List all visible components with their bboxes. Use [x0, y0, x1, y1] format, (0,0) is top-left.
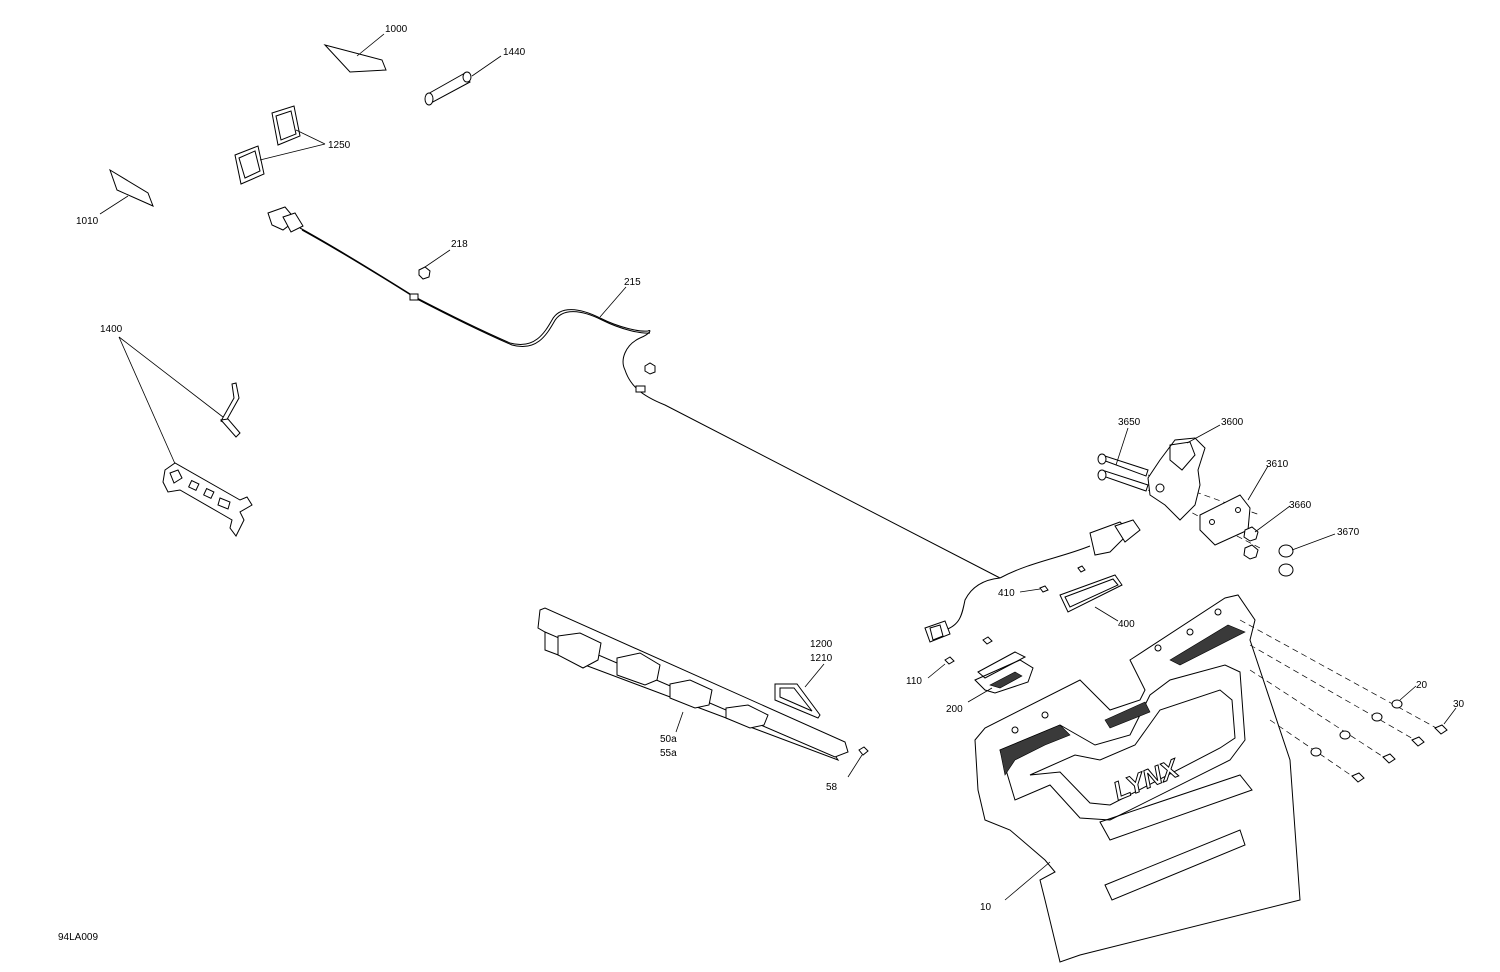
callout-1210: 1210 — [810, 653, 833, 664]
bracket-assembly-3600 — [1097, 424, 1336, 577]
callout-55a: 55a — [660, 748, 677, 759]
callout-20: 20 — [1416, 680, 1428, 691]
callout-215: 215 — [624, 277, 641, 288]
light-200 — [927, 636, 1034, 703]
callout-3610: 3610 — [1266, 459, 1289, 470]
reflector-400 — [1019, 565, 1123, 622]
wiring-harness-215 — [267, 206, 1141, 643]
callout-1440: 1440 — [503, 47, 526, 58]
decal-1200 — [774, 663, 825, 719]
callout-1200: 1200 — [810, 639, 833, 650]
callout-410: 410 — [998, 588, 1015, 599]
side-panel-50a — [537, 607, 869, 778]
callout-1000: 1000 — [385, 24, 408, 35]
callout-58: 58 — [826, 782, 838, 793]
callout-30: 30 — [1453, 699, 1465, 710]
nut-218 — [418, 249, 451, 280]
callout-3600: 3600 — [1221, 417, 1244, 428]
callout-218: 218 — [451, 239, 468, 250]
callout-3660: 3660 — [1289, 500, 1312, 511]
callout-50a: 50a — [660, 734, 677, 745]
callout-1250: 1250 — [328, 140, 351, 151]
pin-1440 — [424, 55, 502, 106]
hardware-20-30 — [1239, 619, 1457, 783]
mud-flap-10: LYNX — [974, 594, 1301, 963]
callout-400: 400 — [1118, 619, 1135, 630]
decal-1010 — [99, 168, 154, 215]
callout-1400: 1400 — [100, 324, 123, 335]
decal-1000 — [323, 33, 387, 73]
callout-3670: 3670 — [1337, 527, 1360, 538]
tool-kit-1400 — [118, 336, 253, 537]
callout-10: 10 — [980, 902, 992, 913]
callout-1010: 1010 — [76, 216, 99, 227]
callout-110: 110 — [906, 676, 922, 687]
callout-200: 200 — [946, 704, 963, 715]
decals-1250 — [234, 105, 326, 185]
callout-3650: 3650 — [1118, 417, 1141, 428]
drawing-id: 94LA009 — [58, 932, 98, 943]
